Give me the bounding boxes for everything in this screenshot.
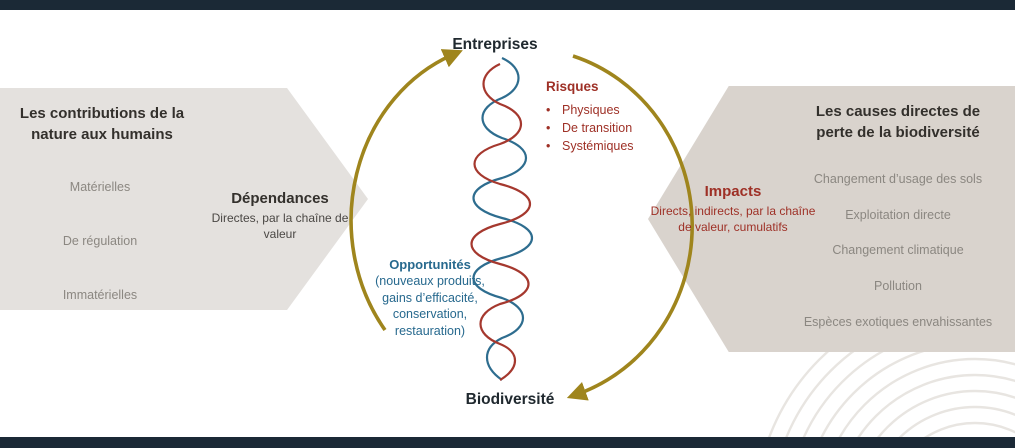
left-panel-item: De régulation: [62, 234, 138, 248]
risks-title: Risques: [546, 79, 599, 94]
impacts-title: Impacts: [704, 183, 762, 200]
impacts-label: Impacts Directs, indirects, par la chaîn…: [648, 183, 818, 235]
nature-contributions-panel: Les contributions de la nature aux humai…: [0, 88, 368, 310]
risk-item-label: Systémiques: [562, 139, 634, 153]
bullet-icon: •: [546, 139, 551, 153]
right-panel-item: Changement d’usage des sols: [813, 172, 983, 186]
risk-item: • Systémiques: [546, 137, 686, 155]
dependencies-label: Dépendances Directes, par la chaîne de v…: [195, 190, 365, 242]
left-panel-item: Immatérielles: [62, 288, 138, 302]
left-panel-title: Les contributions de la nature aux humai…: [19, 105, 185, 143]
risk-item-label: Physiques: [562, 103, 620, 117]
opportunities-title: Opportunités: [389, 257, 471, 272]
opportunities-line: restauration): [394, 323, 466, 338]
dependencies-title: Dépendances: [231, 190, 329, 207]
biodiversity-loss-causes-panel: Les causes directes de perte de la biodi…: [648, 86, 1015, 352]
bullet-icon: •: [546, 121, 551, 135]
dependencies-subtitle: Directes, par la chaîne de valeur: [211, 211, 349, 242]
opportunities-line: gains d’efficacité,: [382, 290, 478, 305]
right-panel-item: Pollution: [874, 279, 922, 293]
biodiversite-label: Biodiversité: [465, 391, 555, 408]
right-panel-item: Espèces exotiques envahissantes: [803, 315, 993, 329]
risk-item-label: De transition: [562, 121, 633, 135]
right-panel-title: Les causes directes de perte de la biodi…: [815, 103, 981, 141]
footer-bar: [0, 437, 1015, 448]
risk-item: • Physiques: [546, 101, 686, 119]
risks-block: Risques • Physiques • De transition • Sy…: [546, 79, 686, 155]
risk-item: • De transition: [546, 119, 686, 137]
left-panel-item: Matérielles: [69, 180, 131, 194]
opportunities-line: conservation,: [392, 307, 468, 321]
right-panel-item: Exploitation directe: [845, 208, 951, 222]
opportunities-line: (nouveaux produits,: [375, 274, 485, 288]
impacts-subtitle: Directs, indirects, par la chaîne de val…: [650, 204, 816, 235]
bullet-icon: •: [546, 103, 551, 117]
entreprises-label: Entreprises: [452, 36, 538, 53]
header-bar: [0, 0, 1015, 10]
opportunities-block: Opportunités (nouveaux produits, gains d…: [360, 257, 500, 339]
right-panel-item: Changement climatique: [832, 243, 964, 257]
